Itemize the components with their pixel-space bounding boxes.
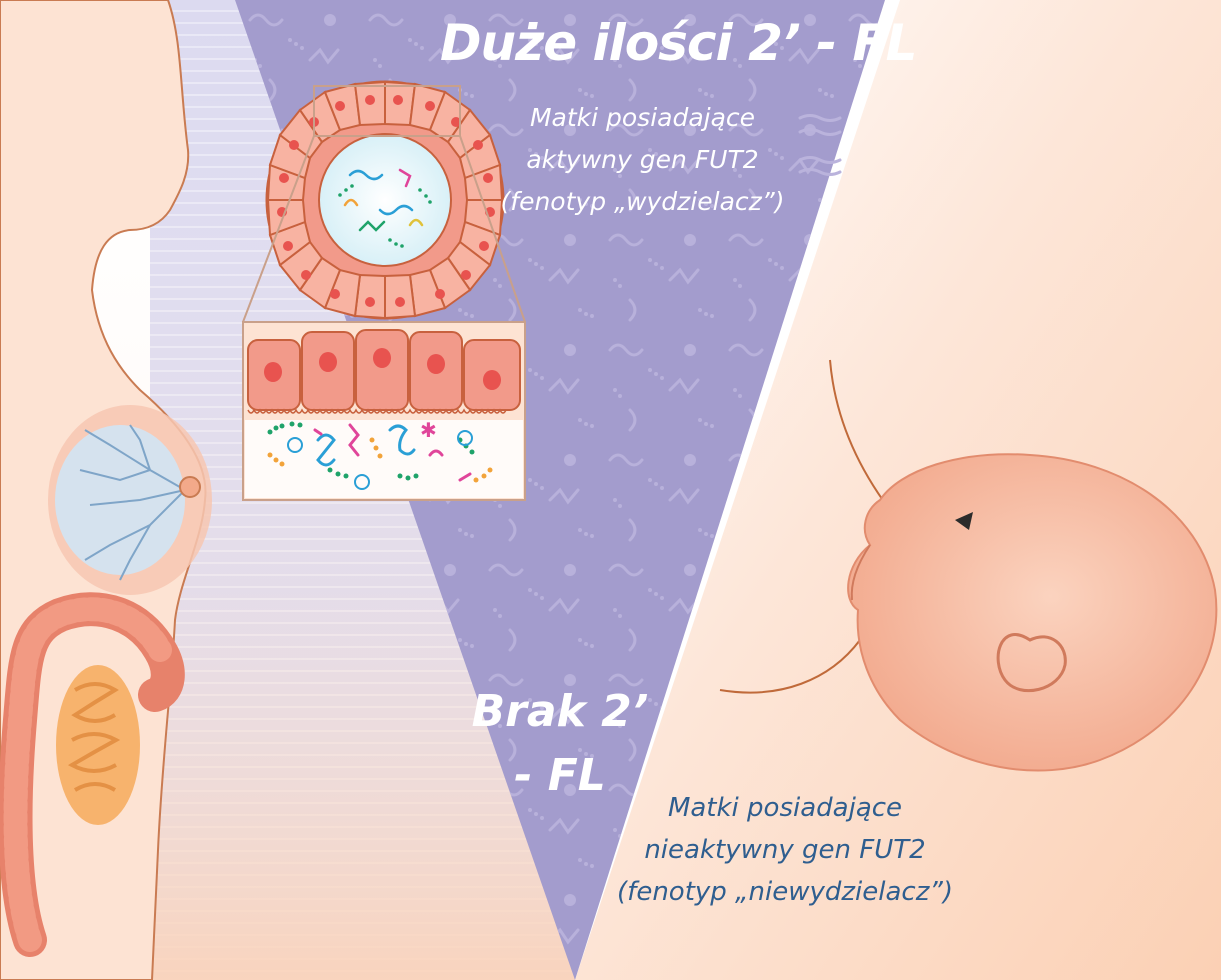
secretor-title: Duże ilości 2’ - FL xyxy=(440,14,840,72)
nonsecretor-title-line-1: Brak 2’ xyxy=(470,680,650,744)
secretor-description-line-1: Matki posiadające xyxy=(470,103,815,132)
mammary-gland-icon xyxy=(48,405,212,595)
secretor-description-line-2: aktywny gen FUT2 xyxy=(470,145,815,174)
baby-head-icon xyxy=(848,454,1216,770)
alveolus-icon xyxy=(267,82,503,318)
epithelium-icon: ✱ xyxy=(243,322,525,500)
svg-text:✱: ✱ xyxy=(420,418,437,442)
nonsecretor-description-line-2: nieaktywny gen FUT2 xyxy=(600,835,970,865)
secretor-description-line-3: (fenotyp „wydzielacz”) xyxy=(470,187,815,216)
nonsecretor-description-line-1: Matki posiadające xyxy=(600,793,970,823)
nonsecretor-description-line-3: (fenotyp „niewydzielacz”) xyxy=(600,877,970,907)
nonsecretor-title: Brak 2’ - FL xyxy=(470,680,650,808)
